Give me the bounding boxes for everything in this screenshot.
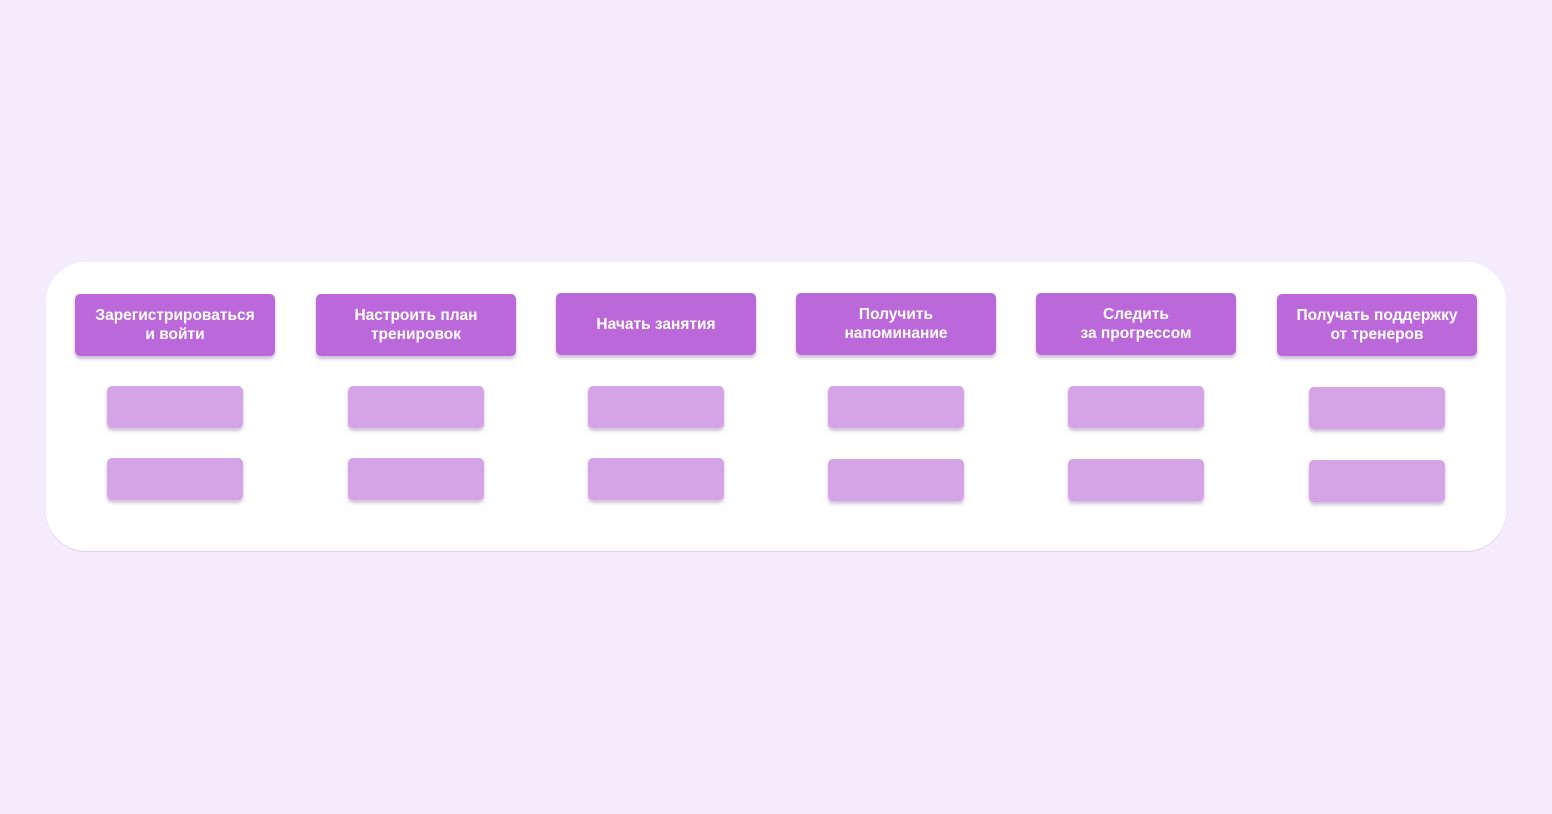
- step-label: Получить напоминание: [844, 306, 948, 342]
- journey-column-support: Получать поддержку от тренеров: [1277, 262, 1478, 551]
- placeholder-card[interactable]: [1068, 459, 1204, 501]
- placeholder-card[interactable]: [107, 386, 243, 428]
- placeholder-card[interactable]: [1068, 386, 1204, 428]
- step-label: Настроить план тренировок: [354, 307, 478, 343]
- placeholder-card[interactable]: [348, 386, 484, 428]
- journey-column-reminder: Получить напоминание: [796, 262, 997, 551]
- placeholder-card[interactable]: [348, 458, 484, 500]
- step-card-support[interactable]: Получать поддержку от тренеров: [1277, 294, 1477, 356]
- step-card-plan[interactable]: Настроить план тренировок: [316, 294, 516, 356]
- step-label: Получать поддержку от тренеров: [1296, 307, 1458, 343]
- step-card-start[interactable]: Начать занятия: [556, 293, 756, 355]
- placeholder-card[interactable]: [828, 386, 964, 428]
- journey-column-plan: Настроить план тренировок: [316, 262, 517, 551]
- placeholder-card[interactable]: [107, 458, 243, 500]
- journey-column-progress: Следить за прогрессом: [1036, 262, 1237, 551]
- step-label: Следить за прогрессом: [1080, 306, 1192, 342]
- step-card-progress[interactable]: Следить за прогрессом: [1036, 293, 1236, 355]
- placeholder-card[interactable]: [588, 386, 724, 428]
- placeholder-card[interactable]: [588, 458, 724, 500]
- placeholder-card[interactable]: [1309, 460, 1445, 502]
- journey-column-register: Зарегистрироваться и войти: [75, 262, 276, 551]
- step-card-reminder[interactable]: Получить напоминание: [796, 293, 996, 355]
- journey-map-board: Зарегистрироваться и войти Настроить пла…: [46, 262, 1506, 551]
- journey-column-start: Начать занятия: [556, 262, 757, 551]
- step-card-register[interactable]: Зарегистрироваться и войти: [75, 294, 275, 356]
- step-label: Начать занятия: [596, 315, 716, 333]
- placeholder-card[interactable]: [1309, 387, 1445, 429]
- placeholder-card[interactable]: [828, 459, 964, 501]
- step-label: Зарегистрироваться и войти: [95, 307, 255, 343]
